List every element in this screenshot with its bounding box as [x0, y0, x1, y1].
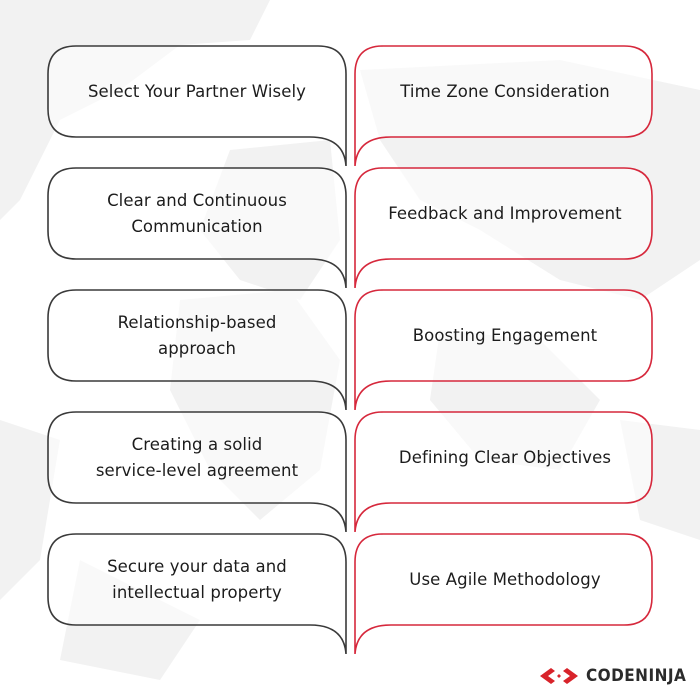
tip-label: Defining Clear Objectives [356, 412, 654, 503]
tip-label: Feedback and Improvement [356, 168, 654, 259]
right-tip-bubble: Defining Clear Objectives [350, 411, 654, 538]
tip-text-line: Time Zone Consideration [400, 81, 610, 101]
speech-bubble-outline [47, 289, 347, 411]
tip-label: Select Your Partner Wisely [48, 46, 346, 137]
right-tip-bubble: Time Zone Consideration [350, 45, 654, 172]
tip-label: Relationship-based approach [48, 290, 346, 381]
tip-label: Secure your data and intellectual propert… [48, 534, 346, 625]
left-tip-bubble: Creating a solid service-level agreement [47, 411, 352, 538]
tip-text-line: Clear and Continuous [107, 190, 287, 210]
tip-text-line: intellectual property [112, 582, 282, 602]
speech-bubble-outline [354, 45, 653, 167]
speech-bubble-outline [354, 289, 653, 411]
left-tip-bubble: Select Your Partner Wisely [47, 45, 352, 172]
speech-bubble-outline [47, 167, 347, 289]
tip-text-line: Defining Clear Objectives [398, 447, 612, 467]
tip-text-line: approach [157, 338, 236, 358]
tip-text-line: Feedback and Improvement [388, 203, 622, 223]
logo-text: CODENINJA [586, 666, 687, 686]
tip-text-line: Communication [131, 216, 263, 236]
left-tip-bubble: Secure your data and intellectual propert… [47, 533, 352, 660]
code-brackets-icon [540, 668, 578, 684]
speech-bubble-outline [354, 411, 653, 533]
right-tip-bubble: Boosting Engagement [350, 289, 654, 416]
speech-bubble-outline [47, 411, 347, 533]
codeninja-logo: CODENINJA [540, 664, 697, 688]
left-tip-bubble: Relationship-based approach [47, 289, 352, 416]
tip-label: Use Agile Methodology [356, 534, 654, 625]
tip-text-line: Secure your data and [107, 556, 287, 576]
speech-bubble-outline [47, 533, 347, 655]
tip-text-line: Use Agile Methodology [409, 569, 601, 589]
speech-bubble-outline [47, 45, 347, 167]
right-tip-bubble: Feedback and Improvement [350, 167, 654, 294]
speech-bubble-outline [354, 167, 653, 289]
tip-label: Time Zone Consideration [356, 46, 654, 137]
tip-text-line: Select Your Partner Wisely [87, 81, 307, 101]
tip-text-line: service-level agreement [95, 460, 299, 480]
tip-label: Boosting Engagement [356, 290, 654, 381]
speech-bubble-outline [354, 533, 653, 655]
tip-label: Creating a solid service-level agreement [48, 412, 346, 503]
right-tip-bubble: Use Agile Methodology [350, 533, 654, 660]
tip-text-line: Relationship-based [117, 312, 277, 332]
tip-text-line: Boosting Engagement [412, 325, 598, 345]
tip-text-line: Creating a solid [131, 434, 263, 454]
